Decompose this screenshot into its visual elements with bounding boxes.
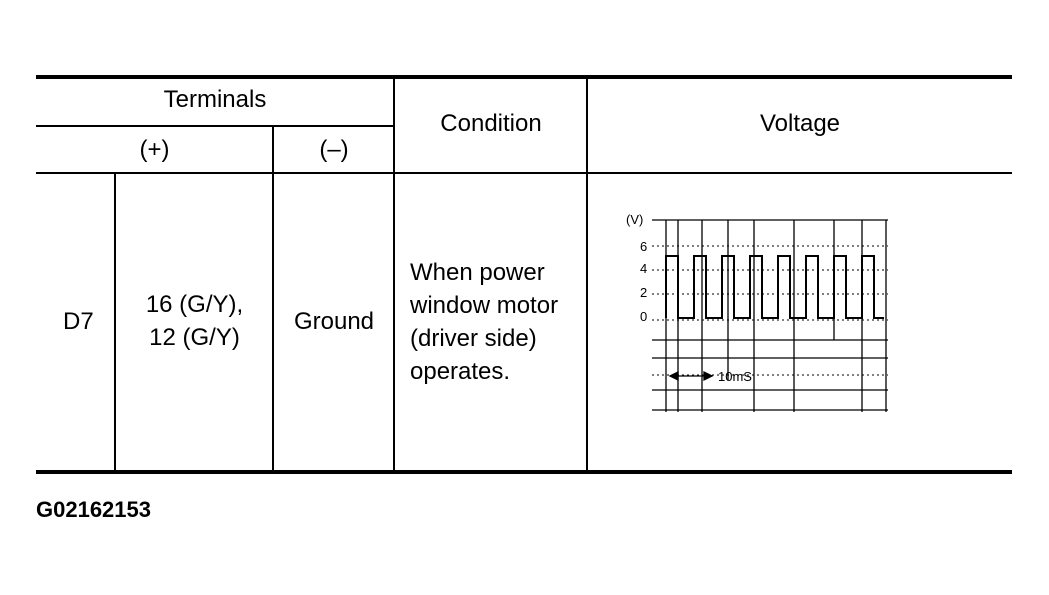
header-plus: (+) — [139, 136, 170, 163]
table-bottom-rule — [36, 470, 1012, 474]
plus-terminals-line2: 12 (G/Y) — [149, 324, 240, 351]
voltage-waveform: (V) 6 4 2 0 10mS — [626, 212, 888, 412]
scope-ytick-6: 6 — [640, 239, 647, 254]
header-voltage: Voltage — [759, 110, 841, 137]
header-condition: Condition — [440, 110, 542, 137]
col-divider-voltage — [586, 77, 588, 471]
terminals-divider — [36, 125, 394, 127]
terminal-id: D7 — [63, 308, 94, 335]
scope-ytick-2: 2 — [640, 285, 647, 300]
plus-terminals-line1: 16 (G/Y), — [145, 291, 244, 318]
header-terminals: Terminals — [163, 86, 267, 113]
col-divider-plus — [114, 173, 116, 471]
col-divider-condition — [393, 77, 395, 471]
figure-id: G02162153 — [36, 497, 151, 522]
scope-ytick-4: 4 — [640, 261, 647, 276]
scope-ytick-0: 0 — [640, 309, 647, 324]
condition-line: operates. — [410, 358, 511, 385]
scope-unit: (V) — [626, 212, 643, 227]
header-minus: (–) — [319, 136, 349, 163]
condition-line: window motor — [410, 292, 559, 319]
col-divider-minus — [272, 126, 274, 471]
condition-line: When power — [410, 259, 545, 286]
header-bottom-rule — [36, 172, 1012, 174]
scope-time-label: 10mS — [718, 369, 752, 384]
table-top-rule — [36, 75, 1012, 79]
condition-line: (driver side) — [410, 325, 537, 352]
minus-terminal: Ground — [293, 308, 375, 335]
condition-text: When power window motor (driver side) op… — [410, 256, 558, 388]
